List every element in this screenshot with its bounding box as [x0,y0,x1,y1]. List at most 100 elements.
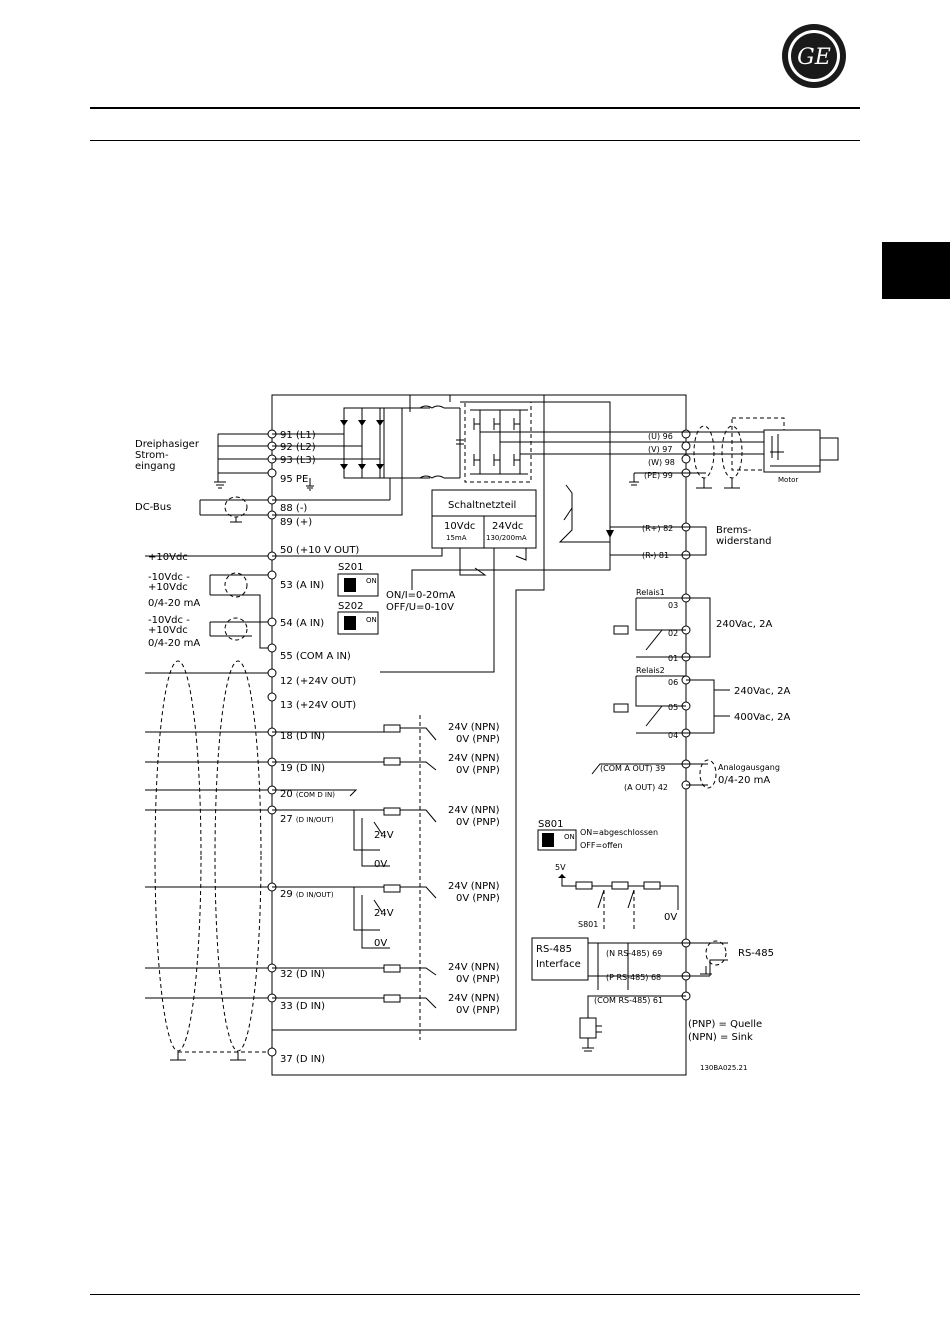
switch-s801: S801 ON ON=abgeschlossen OFF=offen [537,819,658,851]
t39-label: (COM A OUT) [600,764,653,773]
rs485-0v: 0V [664,912,677,923]
t32-label: (D IN) [296,969,325,980]
t93-num: 93 [280,455,293,466]
svg-text:29 (D IN/OUT): 29 (D IN/OUT) [280,889,334,900]
t33-num: 33 [280,1001,293,1012]
t68-label: (P RS-485) [606,973,648,982]
tu-label: (U) [648,432,660,441]
t18-label: (D IN) [296,731,325,742]
svg-text:20 (COM D IN): 20 (COM D IN) [280,789,335,800]
wiring-diagram: Dreiphasiger Strom- eingang DC-Bus +10Vd… [135,394,839,1076]
t19-label: (D IN) [296,763,325,774]
t19-num: 19 [280,763,293,774]
svg-text:91 (L1): 91 (L1) [280,430,316,441]
svg-text:32 (D IN): 32 (D IN) [280,969,325,980]
t92-label: (L2) [296,442,316,453]
s202-on: ON [366,616,377,624]
npn-32: 24V (NPN) [448,962,500,973]
rs485-box-line1: RS-485 [536,944,572,955]
relay2-rating2: 400Vac, 2A [734,712,790,723]
t27-num: 27 [280,814,293,825]
t69-label: (N RS-485) [606,949,650,958]
svg-text:93 (L3): 93 (L3) [280,455,316,466]
svg-text:(W) 98: (W) 98 [648,458,675,467]
t89-label: (+) [296,517,312,528]
s201-nums: 1 2 [344,586,355,594]
t12-label: (+24V OUT) [296,676,356,687]
motor-outputs: (U) 96 (V) 97 (W) 98 (PE) 99 Motor [550,417,839,489]
ain53-label-1: -10Vdc - [148,572,190,583]
pnp-18: 0V (PNP) [456,734,500,745]
relay2-t04: 04 [668,731,678,740]
s801-label: S801 [538,819,563,830]
rs485-label: RS-485 [738,948,774,959]
s202-nums: 1 2 [344,624,355,632]
analog-output: (COM A OUT) 39 (A OUT) 42 Analogausgang … [591,759,780,792]
psu-title: Schaltnetzteil [448,500,516,511]
ain54-label-2: +10Vdc [148,625,188,636]
svg-text:89 (+): 89 (+) [280,517,312,528]
t42-label: (A OUT) [624,783,655,792]
shield-ellipse-1 [154,660,202,1052]
switch-s202: S202 ON 1 2 [337,601,379,635]
t39-num: 39 [655,764,665,773]
ain54-label-1: -10Vdc - [148,615,190,626]
tpe-label: (PE) [644,471,660,480]
svg-text:(N RS-485) 69: (N RS-485) 69 [606,949,662,958]
t89-num: 89 [280,517,293,528]
relay1-t01: 01 [668,654,678,663]
t53-label: (A IN) [296,580,324,591]
t68-num: 68 [651,973,661,982]
pnp-33: 0V (PNP) [456,1005,500,1016]
relay-2: Relais2 06 05 04 240Vac, 2A 400Vac, 2A [613,666,790,740]
t91-label: (L1) [296,430,316,441]
psu-c1: 10Vdc [444,521,475,532]
t61-label: (COM RS-485) [594,996,650,1005]
tw-label: (W) [648,458,662,467]
footer-rule [90,1294,860,1295]
pnp-27: 0V (PNP) [456,817,500,828]
svg-text:(R-) 81: (R-) 81 [642,551,669,560]
s801-on: ON [564,833,575,841]
q29-0v: 0V [374,938,387,949]
tr-pos-label: (R+) [642,524,661,533]
motor-label: Motor [778,476,798,484]
svg-text:(V) 97: (V) 97 [648,445,672,454]
brake-label-1: Brems- [716,525,752,536]
v5-label: 5V [555,863,566,872]
mains-label-3: eingang [135,461,175,472]
power-supply-box: Schaltnetzteil 10Vdc 15mA 24Vdc 130/200m… [272,395,545,1031]
svg-text:19 (D IN): 19 (D IN) [280,763,325,774]
q27-24v: 24V [374,830,394,841]
t37-label: (D IN) [296,1054,325,1065]
svg-text:33 (D IN): 33 (D IN) [280,1001,325,1012]
t50-num: 50 [280,545,293,556]
pe-ground-icon [306,478,314,491]
analog-label-2: 0/4-20 mA [718,775,770,786]
logo-text: GE [797,45,831,70]
npn-19: 24V (NPN) [448,753,500,764]
relay1-label: Relais1 [636,588,665,597]
relay1-t02: 02 [668,629,678,638]
t88-label: (-) [296,503,308,514]
t69-num: 69 [652,949,662,958]
npn-27: 24V (NPN) [448,805,500,816]
t29-num: 29 [280,889,293,900]
v10-label: +10Vdc [148,552,188,563]
svg-text:(P RS-485) 68: (P RS-485) 68 [606,973,661,982]
t29-label: (D IN/OUT) [296,891,334,899]
svg-text:18 (D IN): 18 (D IN) [280,731,325,742]
psu-c2: 24Vdc [492,521,523,532]
t20-label: (COM D IN) [296,791,335,799]
svg-text:(A OUT) 42: (A OUT) 42 [624,783,668,792]
switch-s201: S201 ON 1 2 [337,562,379,597]
ain54-input: -10Vdc - +10Vdc 0/4-20 mA [148,615,272,649]
tv-label: (V) [648,445,660,454]
svg-text:(R+) 82: (R+) 82 [642,524,673,533]
ain53-label-2: +10Vdc [148,582,188,593]
analog-label-1: Analogausgang [718,763,780,772]
relay1-t03: 03 [668,601,678,610]
mains-label-1: Dreiphasiger [135,439,200,450]
t13-num: 13 [280,700,293,711]
svg-text:88 (-): 88 (-) [280,503,307,514]
